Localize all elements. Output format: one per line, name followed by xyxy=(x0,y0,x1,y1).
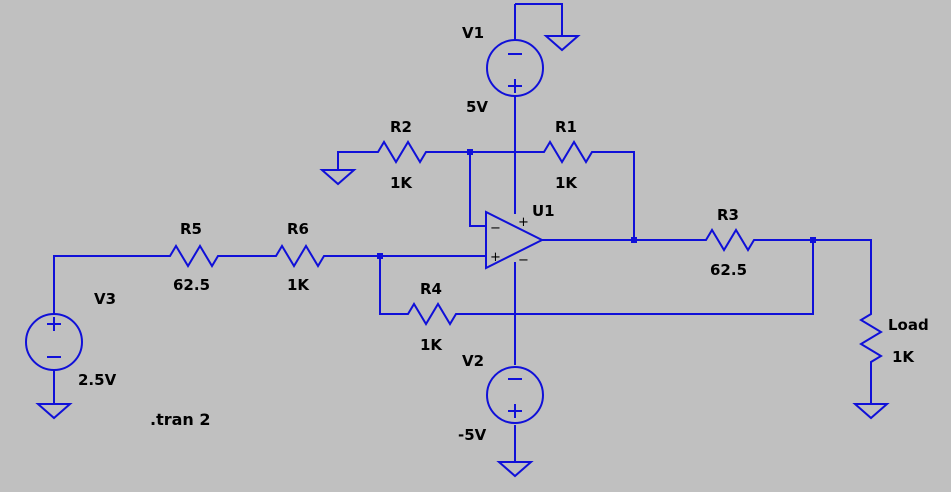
r1-value: 1K xyxy=(555,174,578,192)
resistor-r5[interactable] xyxy=(164,244,222,268)
ground-symbol-v2[interactable] xyxy=(496,425,534,478)
opamp-noninverting-pin: + xyxy=(490,250,501,265)
voltage-source-v2[interactable] xyxy=(486,366,544,424)
r5-value: 62.5 xyxy=(173,276,210,294)
v3-value: 2.5V xyxy=(78,371,117,389)
ground-symbol-v1[interactable] xyxy=(515,3,581,52)
v1-label: V1 xyxy=(462,24,484,42)
resistor-r1[interactable] xyxy=(538,140,596,164)
junction-dot xyxy=(631,237,637,243)
v2-value: -5V xyxy=(458,426,487,444)
junction-dot xyxy=(810,237,816,243)
r3-label: R3 xyxy=(717,206,739,224)
junction-dot xyxy=(467,149,473,155)
resistor-load[interactable] xyxy=(859,308,883,370)
v1-value: 5V xyxy=(466,98,488,116)
opamp-supply-plus-pin: + xyxy=(518,215,529,230)
resistor-r6[interactable] xyxy=(270,244,328,268)
r4-label: R4 xyxy=(420,280,442,298)
resistor-r3[interactable] xyxy=(700,228,758,252)
wires xyxy=(53,4,872,365)
u1-label: U1 xyxy=(532,202,555,220)
opamp-u1[interactable] xyxy=(485,210,545,270)
ground-symbol-v3[interactable] xyxy=(35,370,73,420)
load-value: 1K xyxy=(892,348,915,366)
resistor-r4[interactable] xyxy=(402,302,460,326)
r6-label: R6 xyxy=(287,220,309,238)
r4-value: 1K xyxy=(420,336,443,354)
v2-label: V2 xyxy=(462,352,484,370)
ground-symbol-r2[interactable] xyxy=(319,151,372,186)
opamp-inverting-pin: − xyxy=(490,221,501,236)
voltage-source-v1[interactable] xyxy=(486,39,544,97)
load-label: Load xyxy=(888,316,929,334)
r3-value: 62.5 xyxy=(710,261,747,279)
v3-label: V3 xyxy=(94,290,116,308)
voltage-source-v3[interactable] xyxy=(25,313,83,371)
resistor-r2[interactable] xyxy=(372,140,430,164)
r2-label: R2 xyxy=(390,118,412,136)
ground-symbol-load[interactable] xyxy=(852,370,890,420)
junction-dot xyxy=(377,253,383,259)
r1-label: R1 xyxy=(555,118,577,136)
opamp-supply-minus-pin: − xyxy=(518,253,529,268)
r2-value: 1K xyxy=(390,174,413,192)
r5-label: R5 xyxy=(180,220,202,238)
spice-directive[interactable]: .tran 2 xyxy=(150,410,211,429)
r6-value: 1K xyxy=(287,276,310,294)
